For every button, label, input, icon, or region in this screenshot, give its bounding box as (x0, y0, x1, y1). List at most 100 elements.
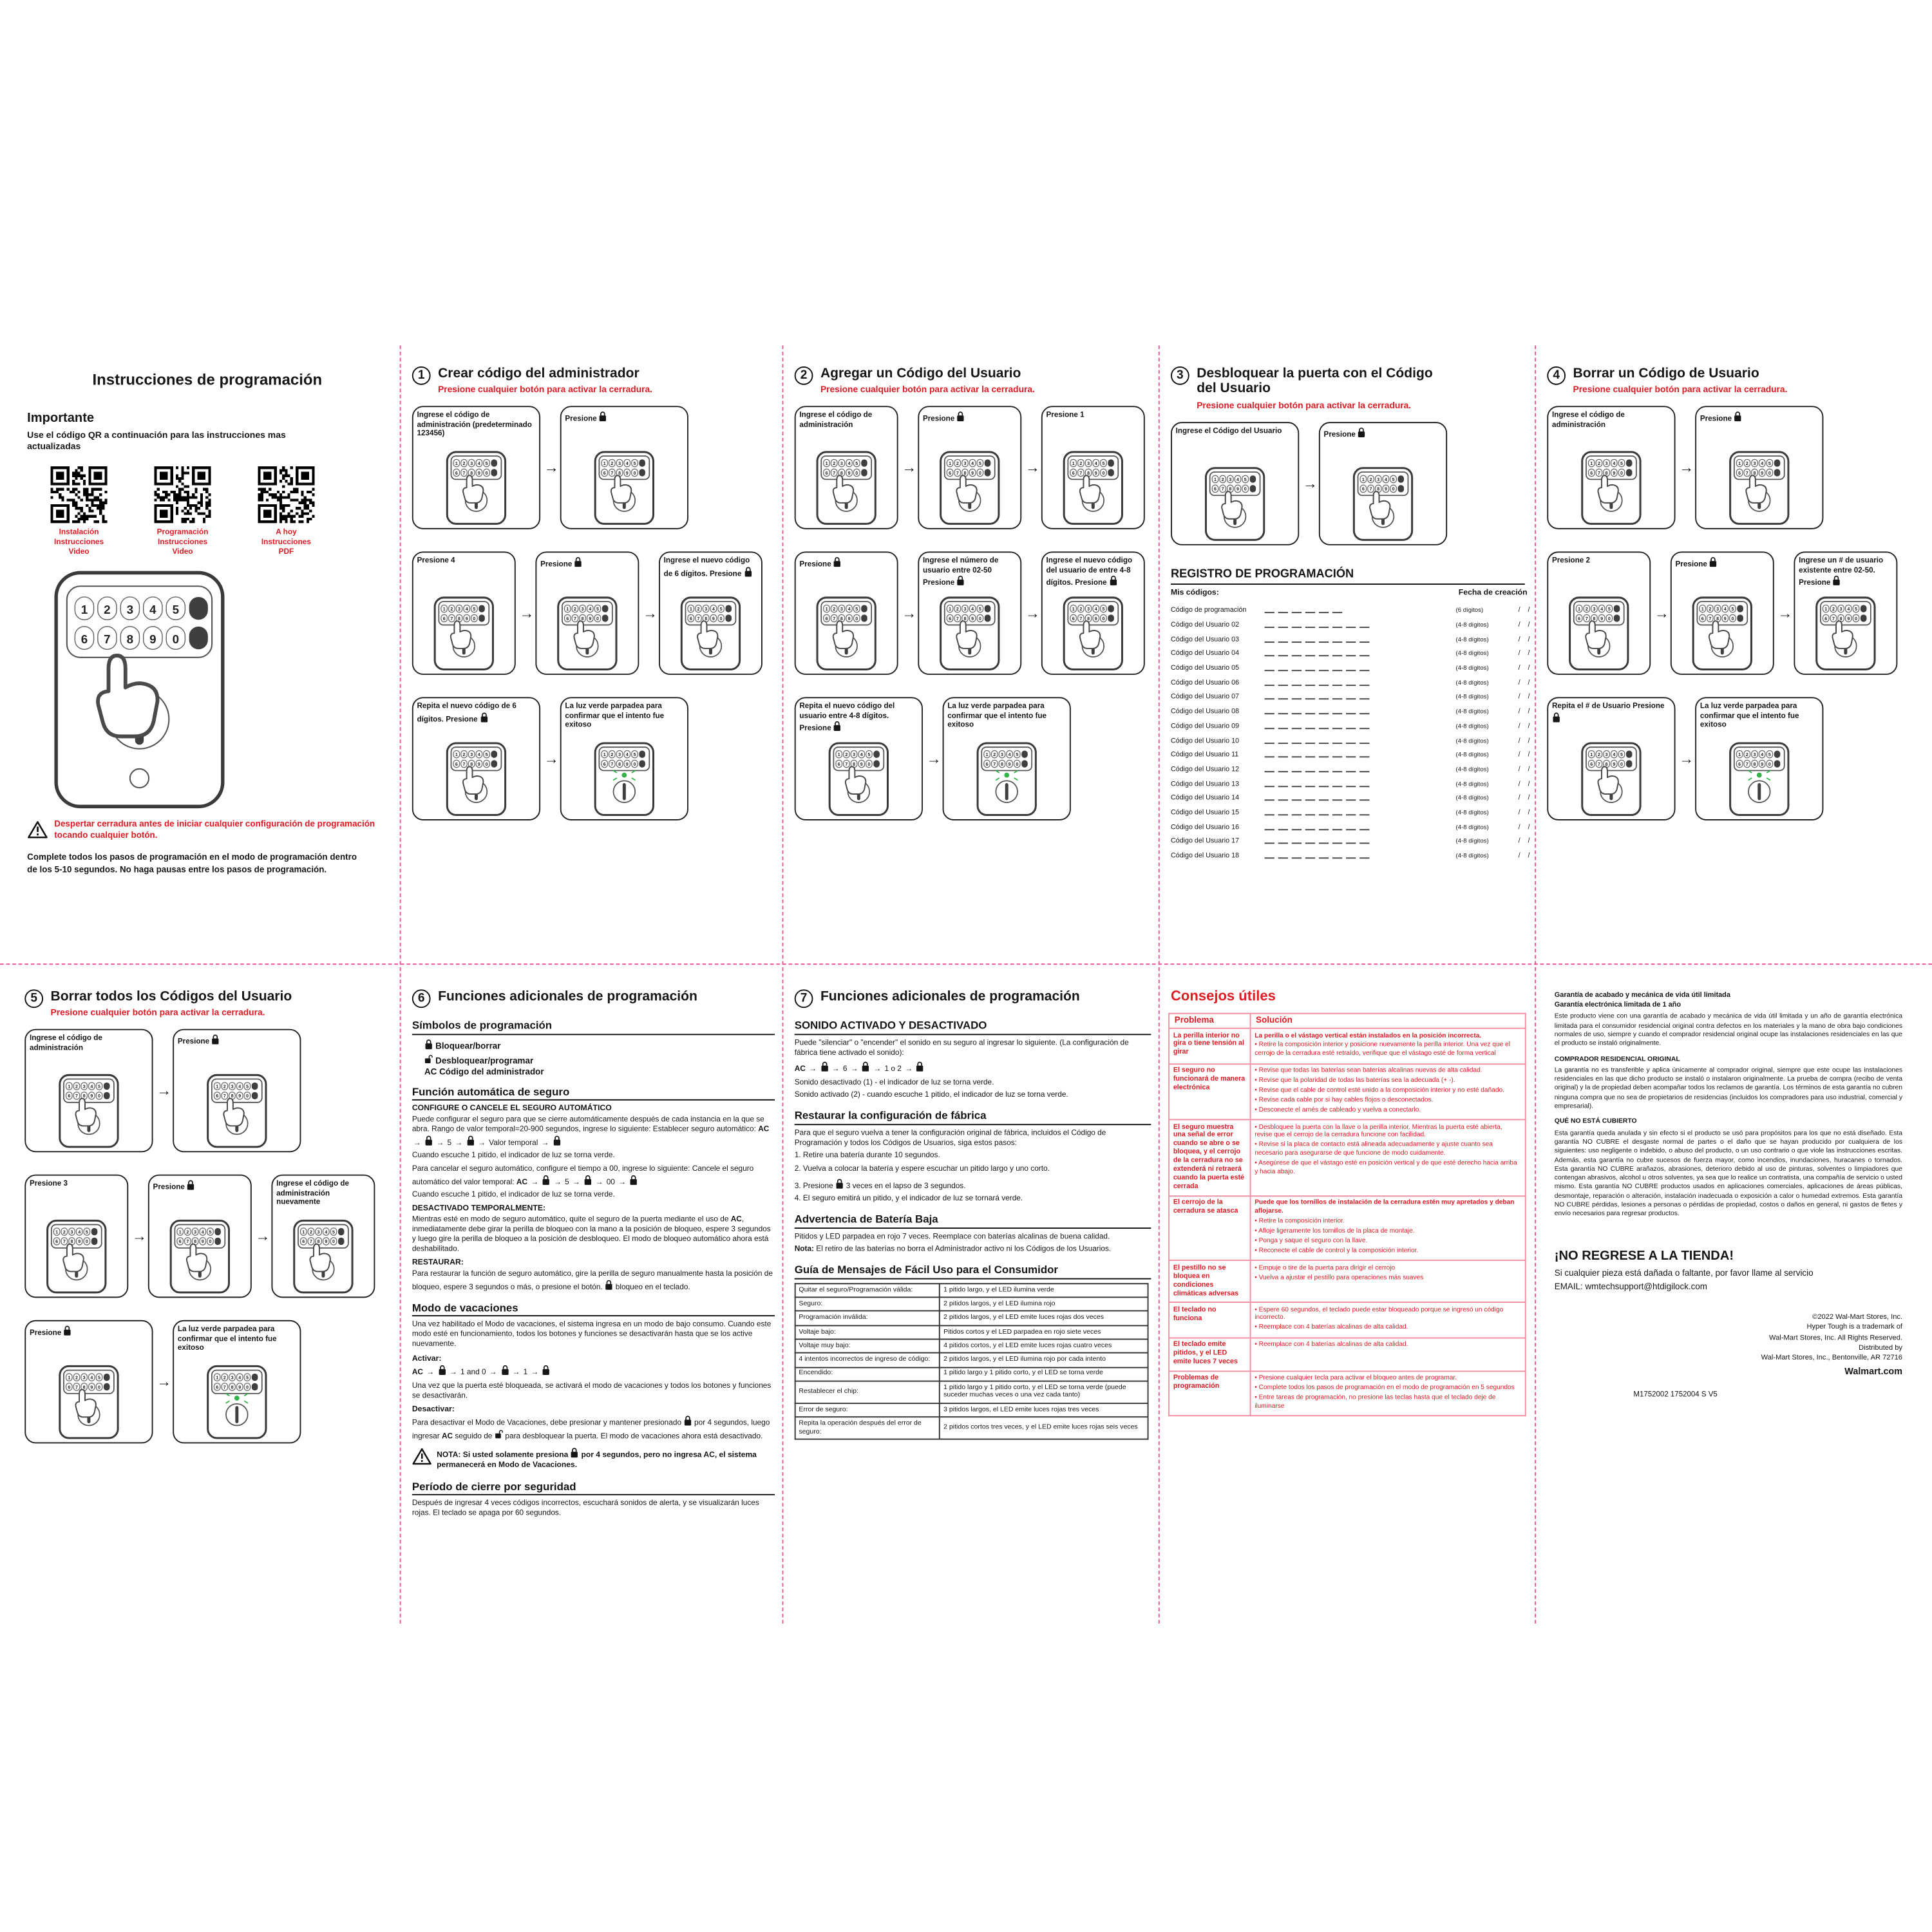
svg-text:9: 9 (238, 1385, 241, 1390)
svg-text:0: 0 (486, 762, 488, 767)
qr-code-image (50, 466, 108, 524)
registry-write-lines (1264, 753, 1456, 759)
svg-text:1: 1 (443, 607, 446, 612)
registry-date-cell: / / (1518, 636, 1530, 644)
text-paragraph: Nota: El retiro de las baterías no borra… (794, 1245, 1112, 1254)
text-paragraph: Cuando escuche 1 pitido, el indicador de… (412, 1151, 615, 1160)
svg-text:1: 1 (455, 753, 458, 758)
svg-text:5: 5 (173, 603, 179, 617)
svg-text:1: 1 (1738, 461, 1741, 466)
panel-title: Borrar todos los Códigos del Usuario (50, 989, 292, 1005)
message-table-signal: 1 pitido largo y 1 pitido corto, y el LE… (939, 1380, 1149, 1404)
step-box: Ingrese el nuevo código del usuario de e… (1041, 551, 1145, 676)
tip-solution: • Revise que todas las baterías sean bat… (1249, 1063, 1526, 1121)
svg-text:0: 0 (979, 471, 981, 476)
svg-text:8: 8 (83, 1094, 86, 1099)
svg-text:7: 7 (450, 616, 453, 621)
svg-text:4: 4 (90, 1084, 93, 1090)
svg-text:5: 5 (1608, 607, 1611, 612)
svg-text:6: 6 (179, 1240, 182, 1245)
svg-text:8: 8 (194, 1240, 196, 1245)
svg-text:5: 5 (633, 753, 636, 758)
fold-line-vertical (782, 345, 784, 1624)
step-box: La luz verde parpadea para confirmar que… (1695, 697, 1824, 821)
panel-number-badge: 2 (794, 366, 813, 385)
svg-text:9: 9 (848, 616, 851, 621)
svg-text:2: 2 (450, 607, 453, 612)
svg-text:9: 9 (1761, 762, 1763, 767)
svg-text:9: 9 (1761, 471, 1763, 476)
arrow-icon: → (255, 1227, 270, 1245)
svg-text:6: 6 (603, 762, 606, 767)
svg-text:9: 9 (860, 762, 863, 767)
svg-text:9: 9 (1600, 616, 1603, 621)
svg-text:5: 5 (86, 1230, 88, 1235)
svg-text:6: 6 (1701, 616, 1704, 621)
svg-text:9: 9 (325, 1240, 327, 1245)
text-paragraph: Para desactivar el Modo de Vacaciones, d… (412, 1416, 775, 1443)
svg-text:1: 1 (68, 1084, 70, 1090)
registry-write-lines (1264, 638, 1456, 644)
tip-problem: El seguro no funcionará de manera electr… (1168, 1063, 1251, 1121)
registry-row: Código de programación(6 dígitos)/ / (1171, 600, 1530, 614)
svg-text:0: 0 (979, 616, 981, 621)
tip-solution-line: • Revise si la placa de contacto está al… (1255, 1141, 1493, 1158)
pressing-hand (462, 766, 484, 795)
tip-solution: • Presione cualquier tecla para activar … (1249, 1370, 1526, 1417)
svg-text:4: 4 (1095, 607, 1097, 612)
svg-text:8: 8 (1087, 471, 1090, 476)
svg-text:8: 8 (470, 471, 473, 476)
lock-icon (553, 1135, 560, 1145)
warranty-lead-line: Garantía de acabado y mecánica de vida ú… (1554, 992, 1730, 999)
lock-icon (501, 1365, 508, 1375)
svg-text:7: 7 (75, 1094, 78, 1099)
warranty-lead-line: Garantía electrónica limitada de 1 año (1554, 1001, 1681, 1009)
svg-text:7: 7 (956, 471, 959, 476)
svg-text:6: 6 (1738, 471, 1741, 476)
svg-text:5: 5 (486, 461, 488, 466)
registry-digits-note: (4-8 dígitos) (1455, 795, 1489, 802)
svg-text:9: 9 (478, 762, 480, 767)
message-table-row: Restablecer el chip:1 pitido largo y 1 p… (794, 1380, 1149, 1404)
svg-text:7: 7 (63, 1240, 66, 1245)
step-box: La luz verde parpadea para confirmar que… (942, 697, 1071, 821)
svg-text:4: 4 (1009, 753, 1011, 758)
svg-text:8: 8 (231, 1094, 234, 1099)
panel-number-badge: 4 (1547, 366, 1566, 385)
unlock-icon (424, 1054, 433, 1063)
svg-text:4: 4 (1613, 753, 1615, 758)
text-paragraph: 1. Retire una batería durante 10 segundo… (794, 1151, 940, 1160)
step-label: Presione (30, 1325, 148, 1345)
note-warning-text: NOTA: Si usted solamente presiona por 4 … (437, 1448, 775, 1472)
step-label: Ingrese el número de usuario entre 02-50… (922, 556, 999, 587)
message-table-event: Encendido: (794, 1366, 941, 1382)
svg-text:2: 2 (1746, 461, 1748, 466)
tip-problem: Problemas de programación (1168, 1370, 1251, 1417)
svg-text:7: 7 (223, 1094, 226, 1099)
pressing-hand (1079, 475, 1101, 504)
svg-text:5: 5 (246, 1084, 249, 1090)
lock-icon (820, 1061, 828, 1072)
svg-text:4: 4 (1761, 461, 1763, 466)
svg-text:7: 7 (1598, 471, 1600, 476)
svg-text:4: 4 (1600, 607, 1603, 612)
svg-text:6: 6 (826, 616, 828, 621)
pressing-hand (696, 620, 719, 650)
svg-text:6: 6 (55, 1240, 58, 1245)
svg-text:9: 9 (202, 1240, 204, 1245)
